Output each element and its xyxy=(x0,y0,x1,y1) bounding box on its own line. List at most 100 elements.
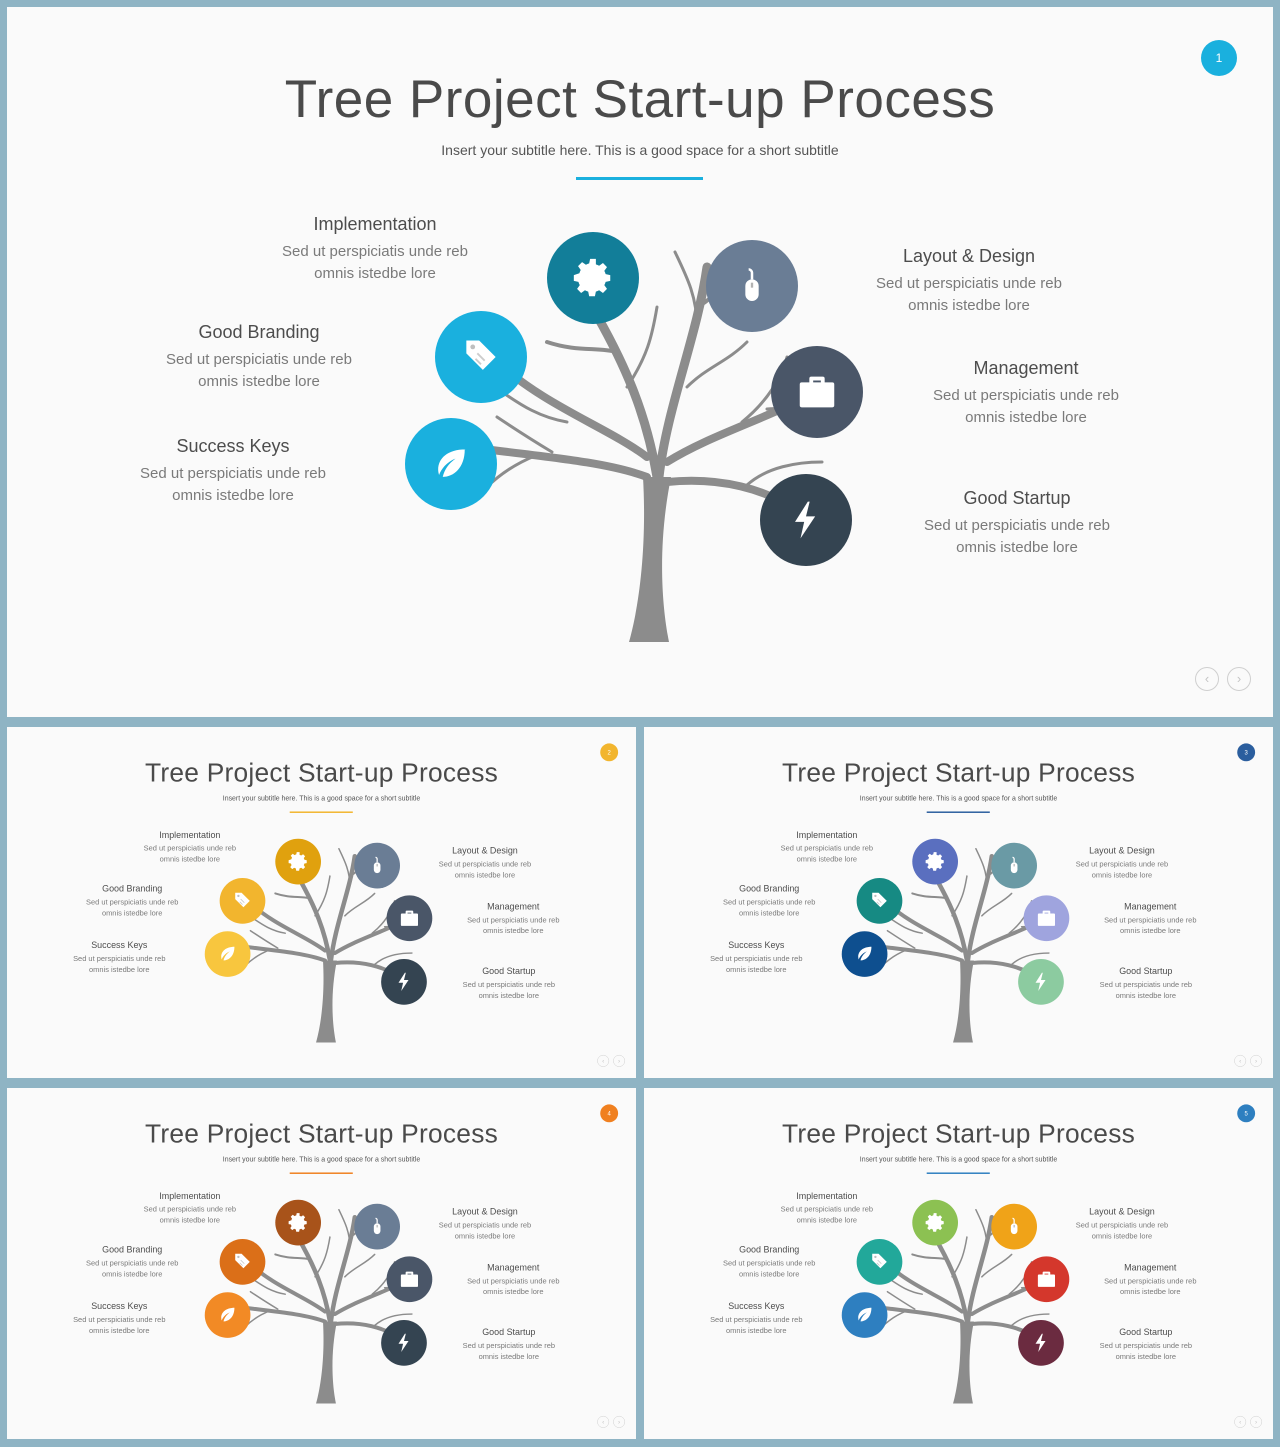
icon-circle-gear xyxy=(547,232,639,324)
next-slide-button[interactable]: › xyxy=(1250,1054,1263,1067)
icon-circle-lightning xyxy=(1018,1320,1064,1366)
label-desc: omnis istedbe lore xyxy=(1091,1232,1153,1241)
label-desc: Sed ut perspiciatis unde reb xyxy=(143,1205,237,1214)
next-slide-button[interactable]: › xyxy=(613,1415,626,1428)
label-title: Good Branding xyxy=(102,883,163,894)
label-desc: omnis istedbe lore xyxy=(796,855,858,864)
label-desc: Sed ut perspiciatis unde reb xyxy=(438,860,532,869)
icon-circle-tag xyxy=(856,878,903,924)
label-desc: omnis istedbe lore xyxy=(956,539,1078,556)
label-desc: Sed ut perspiciatis unde reb xyxy=(467,915,560,925)
prev-slide-button[interactable]: ‹ xyxy=(1195,667,1219,691)
label-title: Implementation xyxy=(796,829,858,840)
label-desc: Sed ut perspiciatis unde reb xyxy=(780,844,874,853)
label-title: Implementation xyxy=(159,829,221,840)
leaf-icon xyxy=(217,943,239,965)
label-title: Layout & Design xyxy=(902,246,1036,266)
next-slide-button[interactable]: › xyxy=(613,1054,626,1067)
label-desc: omnis istedbe lore xyxy=(478,991,540,1000)
mouse-icon xyxy=(1004,1217,1024,1237)
prev-slide-button[interactable]: ‹ xyxy=(1234,1415,1247,1428)
icon-circle-briefcase xyxy=(1023,895,1070,942)
label-desc: omnis istedbe lore xyxy=(101,908,163,918)
label-desc: Sed ut perspiciatis unde reb xyxy=(780,1205,874,1214)
label-title: Success Keys xyxy=(728,1301,785,1312)
label-title: Implementation xyxy=(796,1190,858,1201)
label-title: Good Startup xyxy=(482,965,536,976)
label-desc: Sed ut perspiciatis unde reb xyxy=(933,387,1119,404)
label-desc: omnis istedbe lore xyxy=(454,871,516,880)
label-desc: omnis istedbe lore xyxy=(738,908,800,918)
icon-circle-briefcase xyxy=(771,346,863,438)
prev-slide-button[interactable]: ‹ xyxy=(597,1054,610,1067)
mouse-icon xyxy=(367,1217,387,1237)
label-desc: Sed ut perspiciatis unde reb xyxy=(723,897,816,907)
icon-circle-gear xyxy=(275,838,322,885)
slide-main[interactable]: Tree Project Start-up Process Insert you… xyxy=(7,7,1273,717)
slide-title: Tree Project Start-up Process xyxy=(144,1119,499,1149)
label-desc: Sed ut perspiciatis unde reb xyxy=(140,465,326,482)
prev-slide-button[interactable]: ‹ xyxy=(597,1415,610,1428)
tag-icon xyxy=(869,1251,891,1273)
prev-slide-button[interactable]: ‹ xyxy=(1234,1054,1247,1067)
slide-subtitle: Insert your subtitle here. This is a goo… xyxy=(859,794,1058,803)
slide-thumbnail-3[interactable]: Tree Project Start-up Process Insert you… xyxy=(644,727,1273,1078)
label-desc: Sed ut perspiciatis unde reb xyxy=(86,897,179,907)
label-title: Implementation xyxy=(159,1190,221,1201)
label-title: Success Keys xyxy=(176,436,290,456)
label-desc: Sed ut perspiciatis unde reb xyxy=(924,517,1110,534)
slide-thumbnail-2[interactable]: Tree Project Start-up Process Insert you… xyxy=(7,727,636,1078)
next-slide-button[interactable]: › xyxy=(1227,667,1251,691)
label-title: Good Startup xyxy=(963,488,1071,508)
label-title: Implementation xyxy=(313,214,437,234)
lightning-icon xyxy=(393,1332,415,1354)
label-desc: Sed ut perspiciatis unde reb xyxy=(462,1341,555,1350)
icon-circle-briefcase xyxy=(1023,1256,1070,1303)
slide-thumbnail-5[interactable]: Tree Project Start-up Process Insert you… xyxy=(644,1088,1273,1439)
icon-circle-lightning xyxy=(760,474,852,566)
tag-icon xyxy=(459,335,503,379)
icon-circle-briefcase xyxy=(386,1256,433,1303)
slide-thumbnail-4[interactable]: Tree Project Start-up Process Insert you… xyxy=(7,1088,636,1439)
title-underline xyxy=(289,811,353,813)
label-desc: omnis istedbe lore xyxy=(738,1269,800,1279)
label-desc: omnis istedbe lore xyxy=(1091,871,1153,880)
label-desc: omnis istedbe lore xyxy=(198,373,320,390)
mouse-icon xyxy=(732,266,772,306)
gear-icon xyxy=(287,850,310,873)
page-number-badge: 3 xyxy=(1237,743,1256,762)
icon-circle-tag xyxy=(219,1239,266,1285)
next-slide-button[interactable]: › xyxy=(1250,1415,1263,1428)
label-desc: omnis istedbe lore xyxy=(101,1269,163,1279)
label-title: Layout & Design xyxy=(1089,845,1155,856)
tag-icon xyxy=(232,1251,254,1273)
label-title: Success Keys xyxy=(728,940,785,951)
label-desc: omnis istedbe lore xyxy=(89,1326,150,1335)
icon-circle-gear xyxy=(912,838,959,885)
label-desc: omnis istedbe lore xyxy=(89,965,150,974)
icon-circle-leaf xyxy=(841,931,888,977)
title-underline xyxy=(926,1172,990,1174)
label-desc: omnis istedbe lore xyxy=(965,409,1087,426)
icon-circle-gear xyxy=(912,1199,959,1246)
lightning-icon xyxy=(393,971,415,993)
icon-circle-briefcase xyxy=(386,895,433,942)
